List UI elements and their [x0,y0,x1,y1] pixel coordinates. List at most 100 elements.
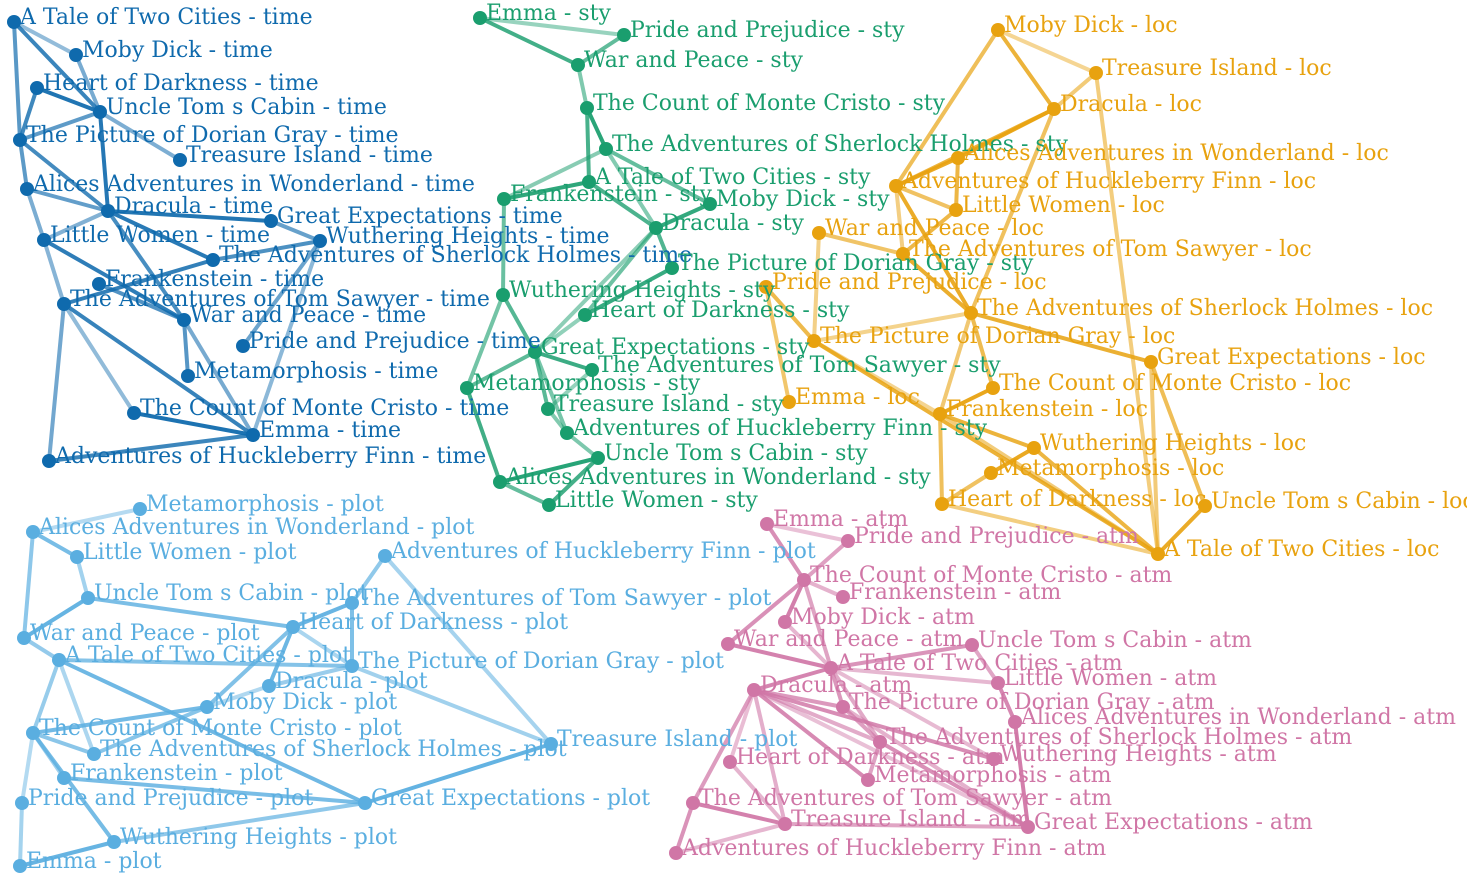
node-plot[interactable] [17,631,31,645]
node-plot[interactable] [133,502,147,516]
node-loc[interactable] [759,280,773,294]
node-plot[interactable] [358,796,372,810]
node-loc[interactable] [782,395,796,409]
node-sty[interactable] [703,197,717,211]
node-plot[interactable] [81,591,95,605]
node-atm[interactable] [824,661,838,675]
node-atm[interactable] [861,773,875,787]
node-time[interactable] [13,133,27,147]
node-time[interactable] [101,204,115,218]
node-plot[interactable] [378,549,392,563]
node-atm[interactable] [841,534,855,548]
node-sty[interactable] [585,363,599,377]
node-atm[interactable] [747,683,761,697]
node-atm[interactable] [965,638,979,652]
node-loc[interactable] [1198,499,1212,513]
node-sty[interactable] [496,288,510,302]
node-sty[interactable] [542,498,556,512]
node-loc[interactable] [986,381,1000,395]
node-time[interactable] [127,406,141,420]
node-loc[interactable] [1027,441,1041,455]
node-loc[interactable] [964,306,978,320]
node-plot[interactable] [70,550,84,564]
node-plot[interactable] [13,859,27,873]
node-sty[interactable] [493,475,507,489]
node-atm[interactable] [778,817,792,831]
node-plot[interactable] [262,679,276,693]
node-plot[interactable] [52,653,66,667]
node-loc[interactable] [889,179,903,193]
node-atm[interactable] [987,752,1001,766]
node-atm[interactable] [723,755,737,769]
node-time[interactable] [264,214,278,228]
node-atm[interactable] [721,637,735,651]
node-plot[interactable] [26,726,40,740]
node-loc[interactable] [1089,66,1103,80]
node-atm[interactable] [836,590,850,604]
node-atm[interactable] [778,615,792,629]
node-atm[interactable] [686,796,700,810]
node-loc[interactable] [807,334,821,348]
node-atm[interactable] [797,573,811,587]
node-sty[interactable] [580,101,594,115]
node-loc[interactable] [812,226,826,240]
node-time[interactable] [7,15,21,29]
node-sty[interactable] [591,451,605,465]
node-loc[interactable] [1047,102,1061,116]
node-plot[interactable] [57,771,71,785]
node-sty[interactable] [460,381,474,395]
node-plot[interactable] [87,747,101,761]
node-sty[interactable] [541,402,555,416]
node-sty[interactable] [599,142,613,156]
node-loc[interactable] [896,247,910,261]
node-atm[interactable] [873,735,887,749]
node-atm[interactable] [669,846,683,860]
node-time[interactable] [206,253,220,267]
node-plot[interactable] [345,596,359,610]
node-sty[interactable] [560,426,574,440]
node-time[interactable] [92,277,106,291]
node-sty[interactable] [571,58,585,72]
node-atm[interactable] [1021,820,1035,834]
node-plot[interactable] [200,700,214,714]
node-time[interactable] [181,369,195,383]
node-sty[interactable] [578,308,592,322]
node-loc[interactable] [1144,355,1158,369]
node-time[interactable] [30,81,44,95]
node-time[interactable] [313,234,327,248]
node-time[interactable] [246,428,260,442]
node-sty[interactable] [473,11,487,25]
node-sty[interactable] [582,175,596,189]
node-plot[interactable] [345,659,359,673]
node-plot[interactable] [26,525,40,539]
node-time[interactable] [177,313,191,327]
node-atm[interactable] [760,517,774,531]
node-time[interactable] [57,297,71,311]
node-sty[interactable] [528,345,542,359]
node-loc[interactable] [951,151,965,165]
node-sty[interactable] [665,261,679,275]
node-time[interactable] [173,153,187,167]
node-time[interactable] [20,182,34,196]
node-atm[interactable] [836,700,850,714]
node-plot[interactable] [286,620,300,634]
node-sty[interactable] [497,192,511,206]
node-loc[interactable] [1151,547,1165,561]
node-time[interactable] [37,233,51,247]
node-plot[interactable] [15,796,29,810]
node-time[interactable] [69,48,83,62]
node-time[interactable] [236,339,250,353]
node-sty[interactable] [617,28,631,42]
node-loc[interactable] [935,497,949,511]
node-time[interactable] [42,454,56,468]
node-sty[interactable] [649,221,663,235]
node-loc[interactable] [991,23,1005,37]
node-loc[interactable] [933,407,947,421]
node-loc[interactable] [984,466,998,480]
node-atm[interactable] [991,676,1005,690]
node-plot[interactable] [107,835,121,849]
node-time[interactable] [93,105,107,119]
node-loc[interactable] [949,203,963,217]
node-plot[interactable] [544,737,558,751]
node-atm[interactable] [1008,715,1022,729]
